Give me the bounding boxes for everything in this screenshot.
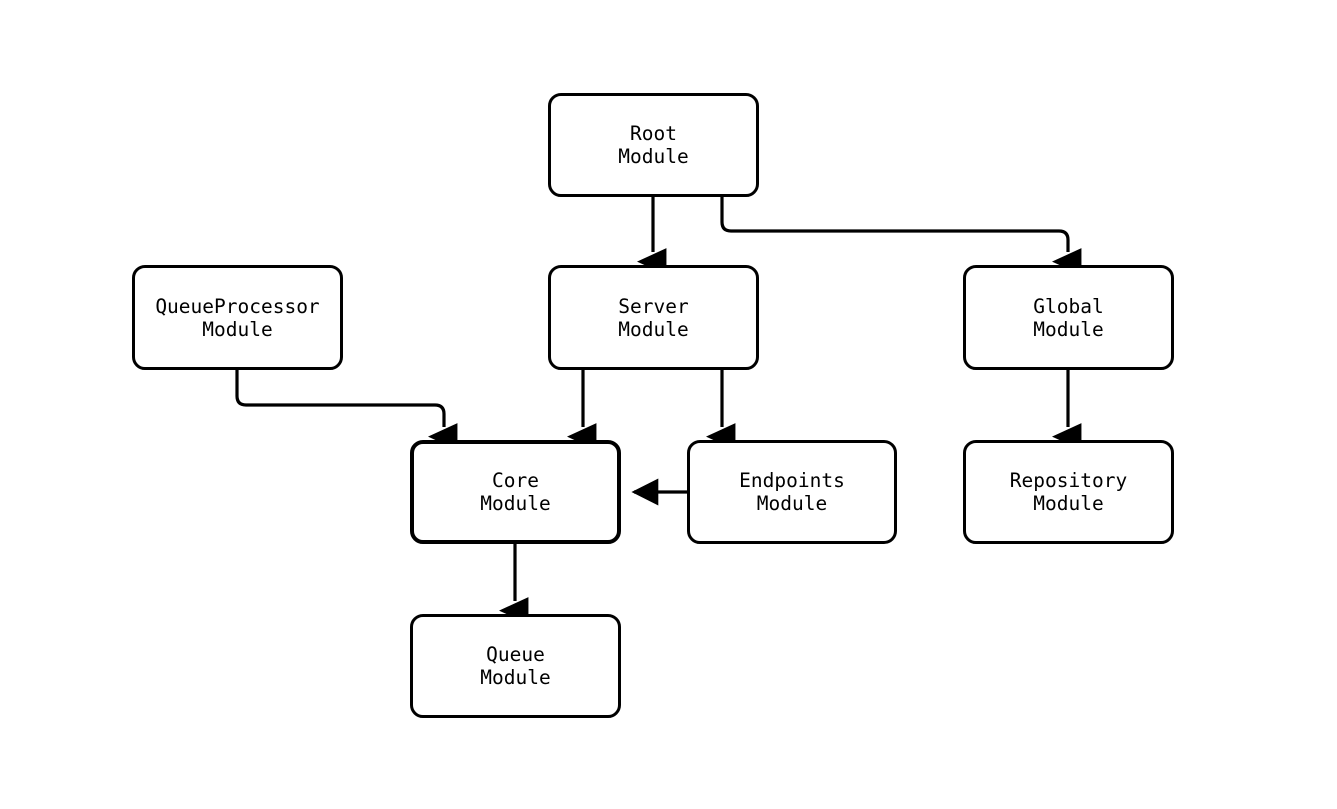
- node-root-label-primary: Root: [630, 122, 677, 145]
- edge-queueprocessor-to-core: [235, 370, 458, 451]
- node-endpoints-label-secondary: Module: [756, 492, 828, 515]
- node-server-label-secondary: Module: [618, 317, 689, 341]
- node-global-label-primary: Global: [1033, 294, 1104, 318]
- node-endpoints-label-primary: Endpoints: [739, 469, 845, 492]
- node-global-label-secondary: Module: [1033, 317, 1104, 341]
- node-root-label-secondary: Module: [618, 145, 689, 168]
- node-queue-label-primary: Queue: [486, 643, 545, 666]
- node-core-label-primary: Core: [492, 469, 539, 492]
- node-repository-label-primary: Repository: [1009, 469, 1128, 492]
- node-repository-label-secondary: Module: [1033, 492, 1104, 515]
- node-queueprocessor-label-primary: QueueProcessor: [155, 294, 320, 318]
- node-queueprocessor-label-secondary: Module: [202, 317, 273, 341]
- node-server-label-primary: Server: [618, 294, 689, 318]
- edges-group: [235, 197, 1082, 625]
- edge-root-to-global: [720, 197, 1082, 276]
- node-core-label-secondary: Module: [480, 492, 551, 515]
- node-queue-label-secondary: Module: [480, 666, 551, 689]
